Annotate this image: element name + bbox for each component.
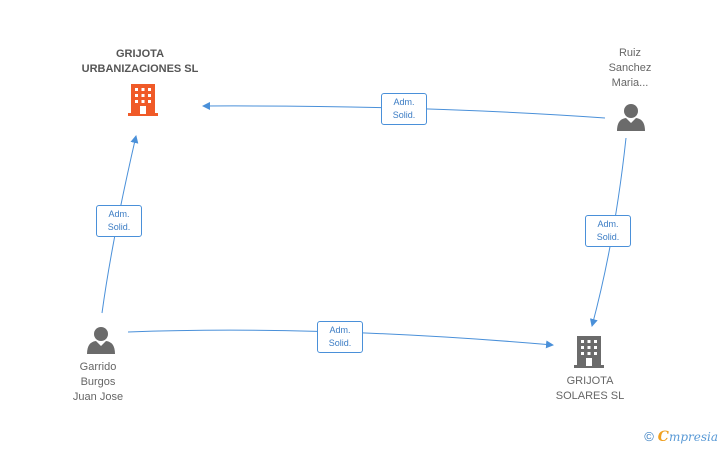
person-name-line: Juan Jose [72, 391, 124, 403]
person-label-ruiz-sanchez[interactable]: Ruiz Sanchez Maria... [590, 46, 670, 91]
building-icon[interactable] [128, 84, 158, 116]
company-name-line: GRIJOTA [566, 375, 614, 387]
person-name-line: Maria... [611, 77, 649, 89]
person-name-line: Sanchez [608, 62, 652, 74]
company-name-line: SOLARES SL [555, 390, 625, 402]
empresia-logo: ©Cmpresia [644, 429, 718, 445]
company-label-grijota-urbanizaciones[interactable]: GRIJOTA URBANIZACIONES SL [60, 47, 220, 77]
edge-badge-ruiz-to-urbanizaciones[interactable]: Adm. Solid. [381, 93, 427, 125]
edge-role-line: Adm. [597, 219, 619, 229]
edge-role-line: Adm. [108, 209, 130, 219]
company-label-grijota-solares[interactable]: GRIJOTA SOLARES SL [540, 374, 640, 404]
edge-role-line: Adm. [393, 97, 415, 107]
edge-role-line: Solid. [392, 110, 416, 120]
building-icon[interactable] [574, 336, 604, 368]
company-name-line: GRIJOTA [115, 48, 165, 60]
person-icon[interactable] [87, 327, 115, 354]
person-name-line: Ruiz [618, 47, 641, 59]
brand-initial: C [657, 429, 669, 445]
edge-role-line: Solid. [596, 232, 620, 242]
person-icon[interactable] [617, 104, 645, 131]
edge-role-line: Solid. [107, 222, 131, 232]
brand-name: mpresia [668, 430, 718, 444]
edge-badge-garrido-to-urbanizaciones[interactable]: Adm. Solid. [96, 205, 142, 237]
person-name-line: Burgos [80, 376, 116, 388]
edge-role-line: Solid. [328, 338, 352, 348]
company-name-line: URBANIZACIONES SL [81, 63, 199, 75]
person-label-garrido-burgos[interactable]: Garrido Burgos Juan Jose [58, 360, 138, 405]
person-name-line: Garrido [79, 361, 117, 373]
copyright-icon: © [644, 429, 654, 444]
edge-role-line: Adm. [329, 325, 351, 335]
edge-badge-ruiz-to-solares[interactable]: Adm. Solid. [585, 215, 631, 247]
edge-badge-garrido-to-solares[interactable]: Adm. Solid. [317, 321, 363, 353]
